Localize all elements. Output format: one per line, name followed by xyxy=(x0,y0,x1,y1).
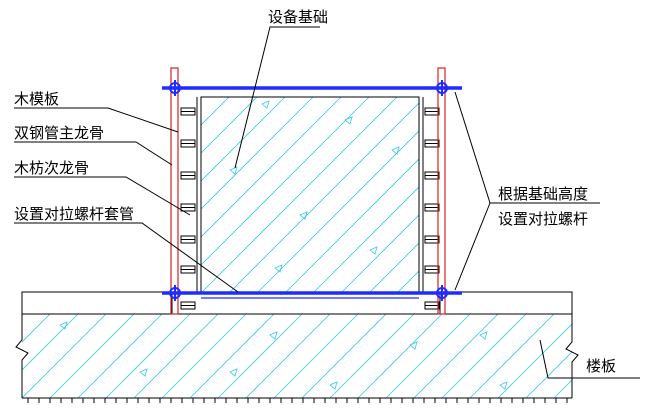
hatch-line xyxy=(497,323,572,398)
hatch-line xyxy=(201,97,314,210)
hatch-line xyxy=(285,158,419,292)
hatch-line xyxy=(313,186,419,292)
hatch-line xyxy=(525,351,572,398)
aggregate-mark xyxy=(229,166,238,175)
hatch-line xyxy=(594,97,652,292)
leader-tie-bolt-sleeve xyxy=(14,222,239,293)
slab-outline xyxy=(21,291,573,315)
label-timber-secondary-keel: 木枋次龙骨 xyxy=(14,159,89,177)
hatch-line xyxy=(553,379,572,398)
hatch-line xyxy=(638,314,652,398)
hatch-line xyxy=(610,314,652,398)
slab-left-break xyxy=(15,314,29,398)
label-double-steel-main-keel: 双钢管主龙骨 xyxy=(14,124,104,142)
aggregate-mark xyxy=(229,368,238,377)
hatch-line xyxy=(469,314,555,398)
hatch-line xyxy=(217,314,303,398)
aggregate-mark xyxy=(329,381,338,390)
aggregate-mark xyxy=(499,381,508,390)
leader-timber-secondary-keel xyxy=(14,176,191,216)
hatch-line xyxy=(441,314,527,398)
leader-equipment-foundation xyxy=(234,26,320,169)
hatch-line xyxy=(22,314,51,343)
hatch-line xyxy=(341,214,419,292)
hatch-line xyxy=(105,314,191,398)
label-tie-bolt-sleeve: 设置对拉螺杆套管 xyxy=(14,205,134,223)
aggregate-mark xyxy=(299,211,308,220)
hatch-line xyxy=(133,314,219,398)
leader-tie-bolt-top xyxy=(454,91,491,204)
aggregate-mark xyxy=(139,368,148,377)
leader-double-steel-main-keel xyxy=(14,141,173,166)
left-formwork-board xyxy=(170,67,179,315)
hatch-line xyxy=(413,314,499,398)
hatch-line xyxy=(357,314,443,398)
labels: 设备基础 木模板 双钢管主龙骨 木枋次龙骨 设置对拉螺杆套管 根据基础高度 设置… xyxy=(14,8,616,375)
slab-right-break xyxy=(565,314,579,398)
steel-pipes xyxy=(162,80,462,301)
hatch-line xyxy=(201,97,286,182)
aggregate-mark xyxy=(269,331,278,340)
aggregate-mark xyxy=(369,246,378,255)
hatch-line xyxy=(201,97,370,266)
foundation-hatch xyxy=(201,97,652,292)
leader-floor-slab xyxy=(539,339,640,379)
label-wood-formwork: 木模板 xyxy=(14,90,59,108)
hatch-line xyxy=(329,314,415,398)
foundation-outline xyxy=(200,96,420,293)
leader-lines xyxy=(14,26,640,379)
hatch-line xyxy=(22,314,107,398)
label-equipment-foundation: 设备基础 xyxy=(268,8,328,26)
hatch-line xyxy=(77,314,163,398)
hatch-line xyxy=(245,314,331,398)
label-tie-bolt-by-height-2: 设置对拉螺杆 xyxy=(498,210,588,228)
aggregate-mark xyxy=(409,341,418,350)
right-formwork-board xyxy=(437,67,446,315)
aggregate-mark xyxy=(479,331,488,340)
aggregate-mark xyxy=(59,321,68,330)
hatch-line xyxy=(582,314,652,398)
label-floor-slab: 楼板 xyxy=(586,357,616,375)
hatch-line xyxy=(369,242,419,292)
hatch-line xyxy=(257,130,419,292)
aggregate-mark xyxy=(274,264,283,273)
aggregate-mark xyxy=(261,100,270,109)
wood-formwork xyxy=(170,67,446,315)
hatch-line xyxy=(22,314,23,315)
hatch-line xyxy=(201,97,398,292)
hatch-line xyxy=(161,314,247,398)
leader-tie-bolt-bottom xyxy=(454,202,491,291)
slab-hatch xyxy=(22,314,652,398)
hatch-line xyxy=(201,97,258,154)
timber-secondary-keels xyxy=(180,107,440,310)
hatch-line xyxy=(273,314,359,398)
hatch-line xyxy=(189,314,275,398)
hatch-line xyxy=(49,314,135,398)
leader-wood-formwork xyxy=(14,107,179,133)
hatch-line xyxy=(201,97,342,238)
hatch-line xyxy=(385,314,471,398)
hatch-line xyxy=(229,102,419,292)
floor-slab xyxy=(15,291,652,403)
slab-bottom-ticks xyxy=(27,398,568,403)
label-tie-bolt-by-height-1: 根据基础高度 xyxy=(498,185,588,203)
aggregate-mark xyxy=(391,146,400,155)
hatch-line xyxy=(22,314,79,371)
aggregate-mark xyxy=(344,116,353,125)
hatch-line xyxy=(301,314,387,398)
